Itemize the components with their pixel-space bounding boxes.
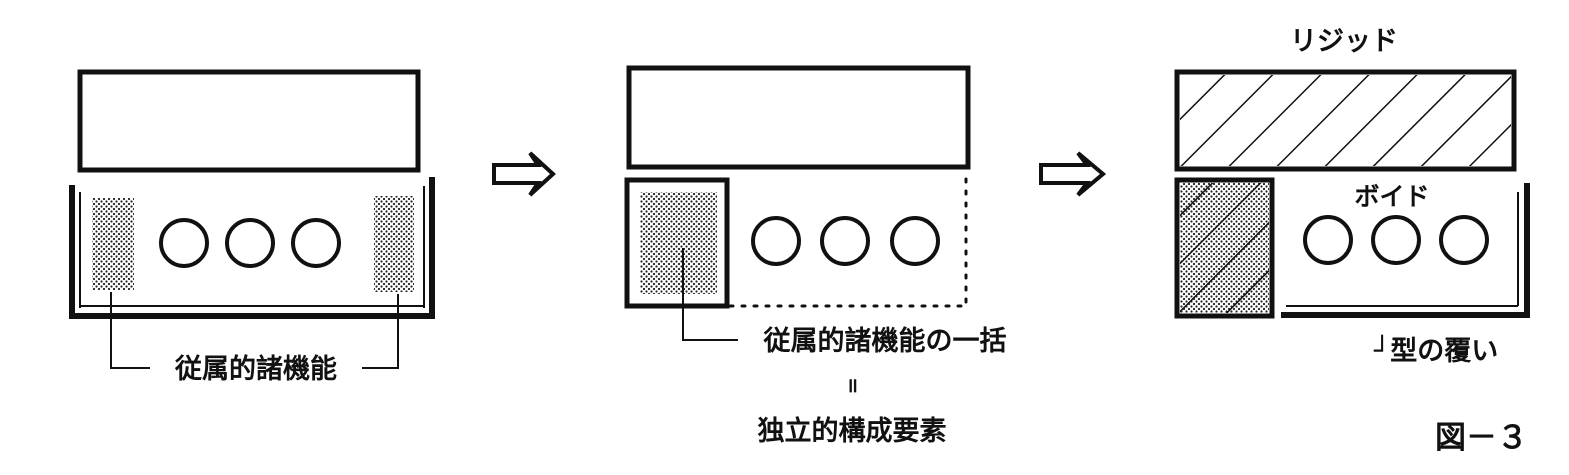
panel-2-leader <box>682 248 738 341</box>
panel-3-circle <box>1303 215 1353 265</box>
panel-1-leader-left <box>110 292 150 369</box>
panel-1: 従属的諸機能 <box>69 69 435 385</box>
right-arrow-icon <box>492 151 556 197</box>
panel-3-rigid-hatch <box>1180 75 1511 166</box>
panel-1-circle <box>225 218 275 268</box>
panel-2-circle <box>820 216 870 266</box>
panel-1-label: 従属的諸機能 <box>174 353 337 385</box>
panel-3-void-label: ボイド <box>1354 182 1429 211</box>
panel-2-dotted-fill <box>640 192 717 294</box>
panel-3-cover-label: ┘型の覆い <box>1373 334 1498 367</box>
panel-2-top-block <box>626 65 971 170</box>
panel-1-dotted-box-left <box>92 198 134 290</box>
figure-label: 図－３ <box>1435 420 1528 456</box>
panel-1-circle <box>291 218 341 268</box>
panel-2: 従属的諸機能の一括 ॥ 独立的構成要素 <box>624 65 1007 447</box>
panel-2-sublabel: 独立的構成要素 <box>758 415 947 447</box>
panel-1-circle <box>159 218 209 268</box>
panel-1-leader-right <box>362 294 399 369</box>
panel-3-circle <box>1439 215 1489 265</box>
panel-3-top-label: リジッド <box>1290 26 1398 57</box>
arrow-2 <box>1039 151 1107 197</box>
panel-2-label: 従属的諸機能の一括 <box>763 325 1007 357</box>
right-arrow-icon <box>1039 151 1107 197</box>
panel-3-component-hatch <box>1180 183 1269 313</box>
panel-3: リジッド ボイド ┘型の覆い <box>1174 26 1530 367</box>
arrow-1 <box>492 151 556 197</box>
panel-3-circle <box>1371 215 1421 265</box>
panel-2-circle <box>751 216 801 266</box>
panel-1-dotted-box-right <box>374 196 414 292</box>
panel-1-top-block <box>77 69 421 173</box>
panel-1-tray <box>69 177 435 319</box>
panel-3-cover <box>1281 183 1530 318</box>
panel-2-circle <box>890 216 940 266</box>
panel-2-equals: ॥ <box>846 373 858 397</box>
